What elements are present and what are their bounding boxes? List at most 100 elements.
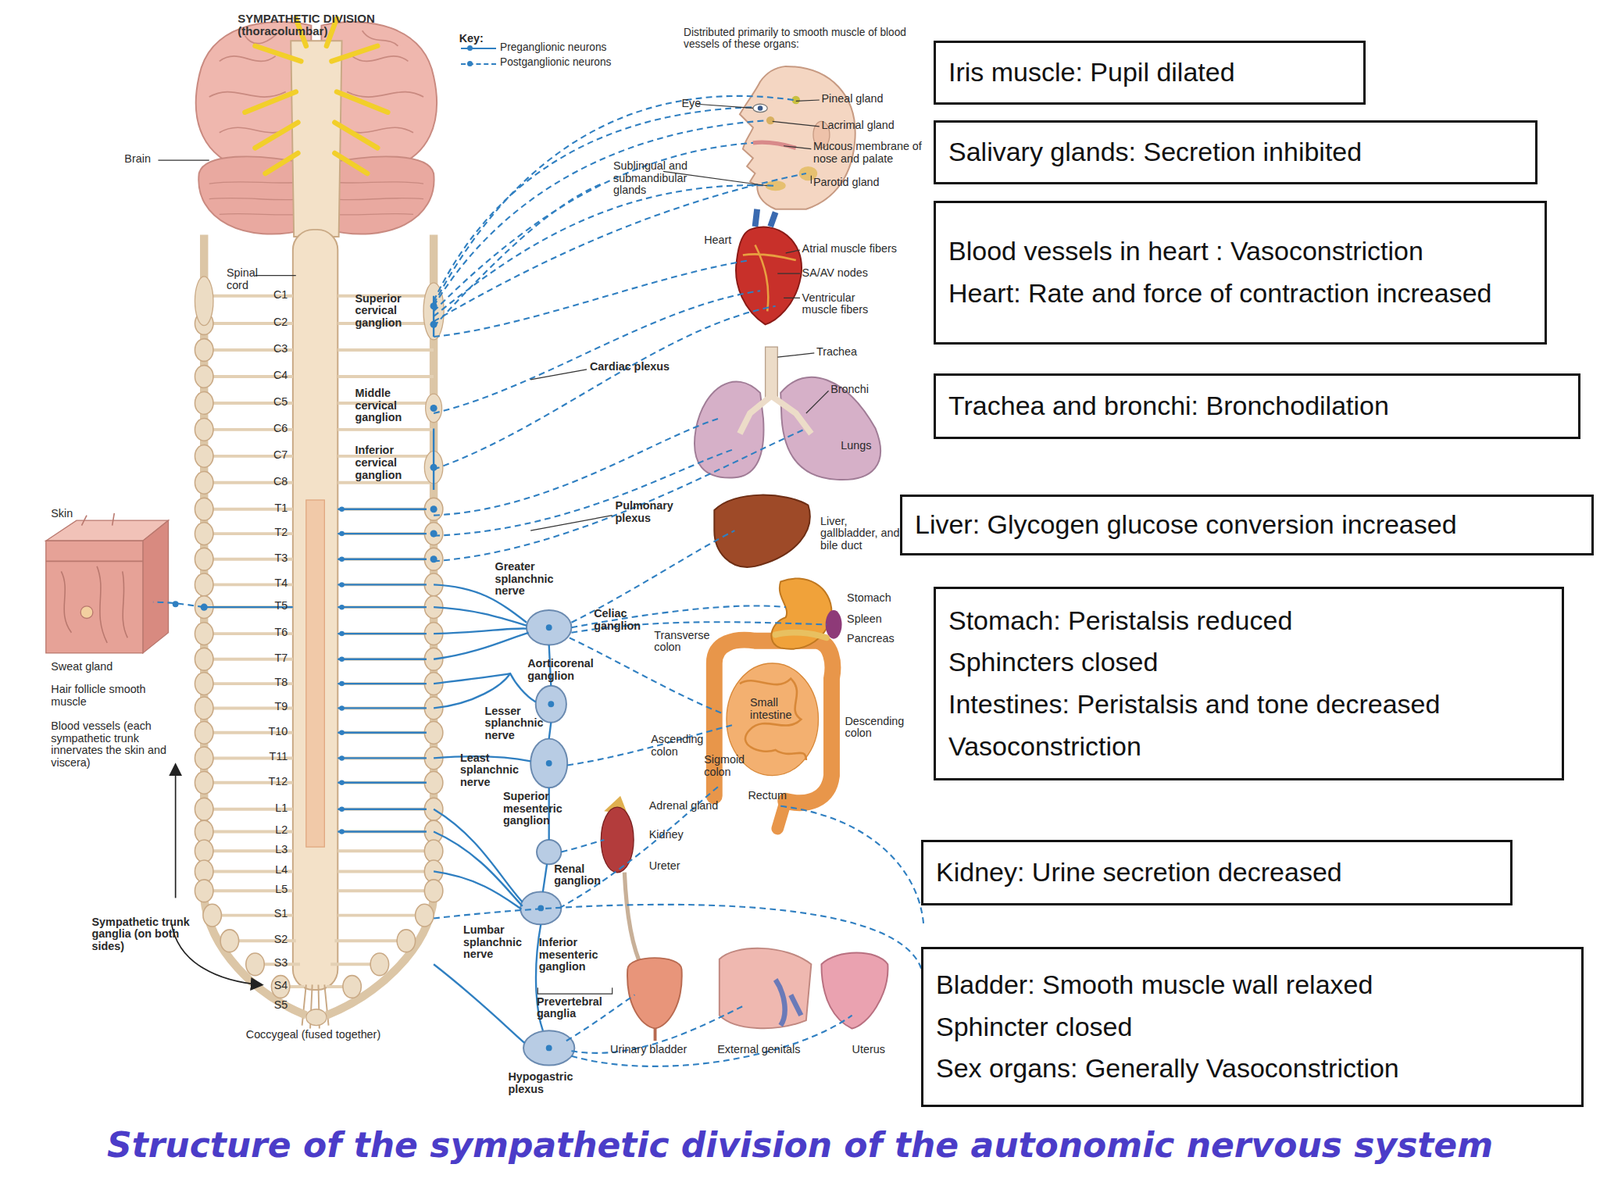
part-label: Renal ganglion (553, 863, 614, 888)
legend-swatch (460, 63, 496, 65)
lungs (694, 346, 881, 480)
part-label: Sublingual and submandibular glands (613, 160, 711, 197)
part-label: Lesser splanchnic nerve (484, 705, 566, 743)
part-label: Heart (703, 234, 732, 247)
part-label: Stomach (846, 592, 892, 605)
vertebra-label: C4 (255, 369, 289, 383)
part-label: Lumbar splanchnic nerve (463, 924, 533, 961)
part-label: Brain (124, 153, 151, 166)
part-label: Liver, gallbladder, and bile duct (820, 515, 902, 553)
part-label: Spinal cord (226, 267, 268, 292)
vertebra-label: T9 (255, 700, 289, 714)
preganglionic-fibers (203, 296, 551, 1043)
effect-text: Bladder: Smooth muscle wall relaxed (935, 964, 1569, 1007)
part-label: Hypogastric plexus (507, 1071, 579, 1096)
effect-text: Vasoconstriction (948, 725, 1550, 768)
part-label: Eye (681, 97, 701, 111)
part-label: Transverse colon (653, 629, 721, 654)
effect-text: Sphincter closed (935, 1006, 1569, 1049)
vertebra-label: C7 (255, 449, 289, 462)
effect-text: Intestines: Peristalsis and tone decreas… (948, 683, 1550, 726)
vertebra-label: T5 (255, 600, 289, 613)
vertebra-label: C8 (255, 475, 289, 489)
part-label: Ventricular muscle fibers (802, 292, 883, 317)
caption: Structure of the sympathetic division of… (0, 1125, 1600, 1165)
effect-text: Blood vessels in heart : Vasoconstrictio… (948, 230, 1533, 273)
vertebra-label: C5 (255, 396, 289, 409)
effect-box: Kidney: Urine secretion decreased (921, 839, 1513, 906)
part-label: Sweat gland (50, 660, 113, 674)
part-label: Ureter (649, 860, 681, 873)
part-label: Inferior mesenteric ganglion (539, 936, 619, 974)
part-label: Hair follicle smooth muscle (50, 683, 154, 708)
spinal-cord (292, 229, 338, 990)
vertebra-label: T3 (255, 552, 289, 565)
legend-text: Postganglionic neurons (500, 57, 611, 69)
vertebra-label: S5 (255, 999, 289, 1012)
vertebra-label: S1 (255, 907, 289, 921)
vertebra-label: T4 (255, 577, 289, 590)
effect-box: Trachea and bronchi: Bronchodilation (933, 373, 1581, 440)
part-label: Lacrimal gland (821, 119, 894, 133)
effect-box: Iris muscle: Pupil dilated (933, 40, 1366, 105)
part-label: Coccygeal (fused together) (246, 1028, 381, 1042)
vertebra-label: L3 (255, 843, 289, 857)
arrow (175, 765, 177, 899)
pelvic-organs (627, 948, 888, 1041)
spinal-nerves (203, 296, 434, 987)
part-label: Trachea (816, 346, 858, 359)
part-label: Spleen (846, 613, 883, 626)
part-label: Kidney (649, 828, 684, 842)
legend-dot (467, 60, 473, 67)
vertebra-label: L5 (255, 883, 289, 897)
lateral-horn (306, 500, 325, 847)
effect-box: Liver: Glycogen glucose conversion incre… (900, 494, 1594, 556)
part-label: Pancreas (846, 632, 895, 646)
effect-text: Sphincters closed (948, 641, 1550, 684)
vertebra-label: C6 (255, 422, 289, 436)
effect-text: Sex organs: Generally Vasoconstriction (935, 1047, 1569, 1090)
diagram-title: SYMPATHETIC DIVISION (thoracolumbar) (237, 12, 406, 39)
part-label: Superior cervical ganglion (355, 292, 429, 330)
part-label: Uterus (852, 1043, 886, 1057)
effect-text: Liver: Glycogen glucose conversion incre… (914, 503, 1579, 547)
effect-box: Salivary glands: Secretion inhibited (933, 120, 1538, 185)
part-label: Sigmoid colon (703, 753, 761, 779)
vertebra-label: T6 (255, 626, 289, 640)
vertebra-label: C3 (255, 342, 289, 356)
vertebra-label: T10 (255, 725, 289, 739)
legend-dot (467, 45, 473, 51)
brain (196, 18, 437, 238)
part-label: Rectum (747, 789, 786, 803)
part-label: Parotid gland (813, 176, 880, 190)
part-label: Mucous membrane of nose and palate (813, 140, 936, 165)
part-label: Sympathetic trunk ganglia (on both sides… (92, 916, 195, 954)
vertebra-label: L4 (255, 864, 289, 877)
effect-text: Salivary glands: Secretion inhibited (948, 131, 1523, 174)
part-label: Urinary bladder (610, 1043, 687, 1057)
postganglionic-fibers (153, 96, 924, 1067)
part-label: Atrial muscle fibers (802, 242, 897, 256)
part-label: Small intestine (750, 696, 807, 722)
part-label: External genitals (717, 1043, 800, 1057)
vertebra-label: C2 (255, 316, 289, 329)
liver (714, 495, 810, 568)
part-label: Greater splanchnic nerve (494, 560, 575, 598)
vertebra-label: S4 (255, 979, 289, 993)
nerve-dots (172, 302, 554, 1051)
effect-text: Stomach: Peristalsis reduced (948, 600, 1550, 643)
part-label: Descending colon (844, 715, 916, 740)
part-label: Adrenal gland (649, 800, 719, 813)
part-label: Prevertebral ganglia (536, 996, 618, 1021)
vertebra-label: T2 (255, 526, 289, 540)
part-label: Pineal gland (821, 92, 883, 106)
part-label: Distributed primarily to smooth muscle o… (683, 27, 934, 51)
effect-text: Iris muscle: Pupil dilated (948, 51, 1351, 94)
vertebra-label: L2 (255, 824, 289, 837)
vertebra-label: C1 (255, 289, 289, 302)
part-label: Superior mesenteric ganglion (503, 790, 580, 828)
vertebra-label: L1 (255, 802, 289, 815)
part-label: Cardiac plexus (589, 360, 670, 374)
part-label: Celiac ganglion (593, 607, 654, 633)
